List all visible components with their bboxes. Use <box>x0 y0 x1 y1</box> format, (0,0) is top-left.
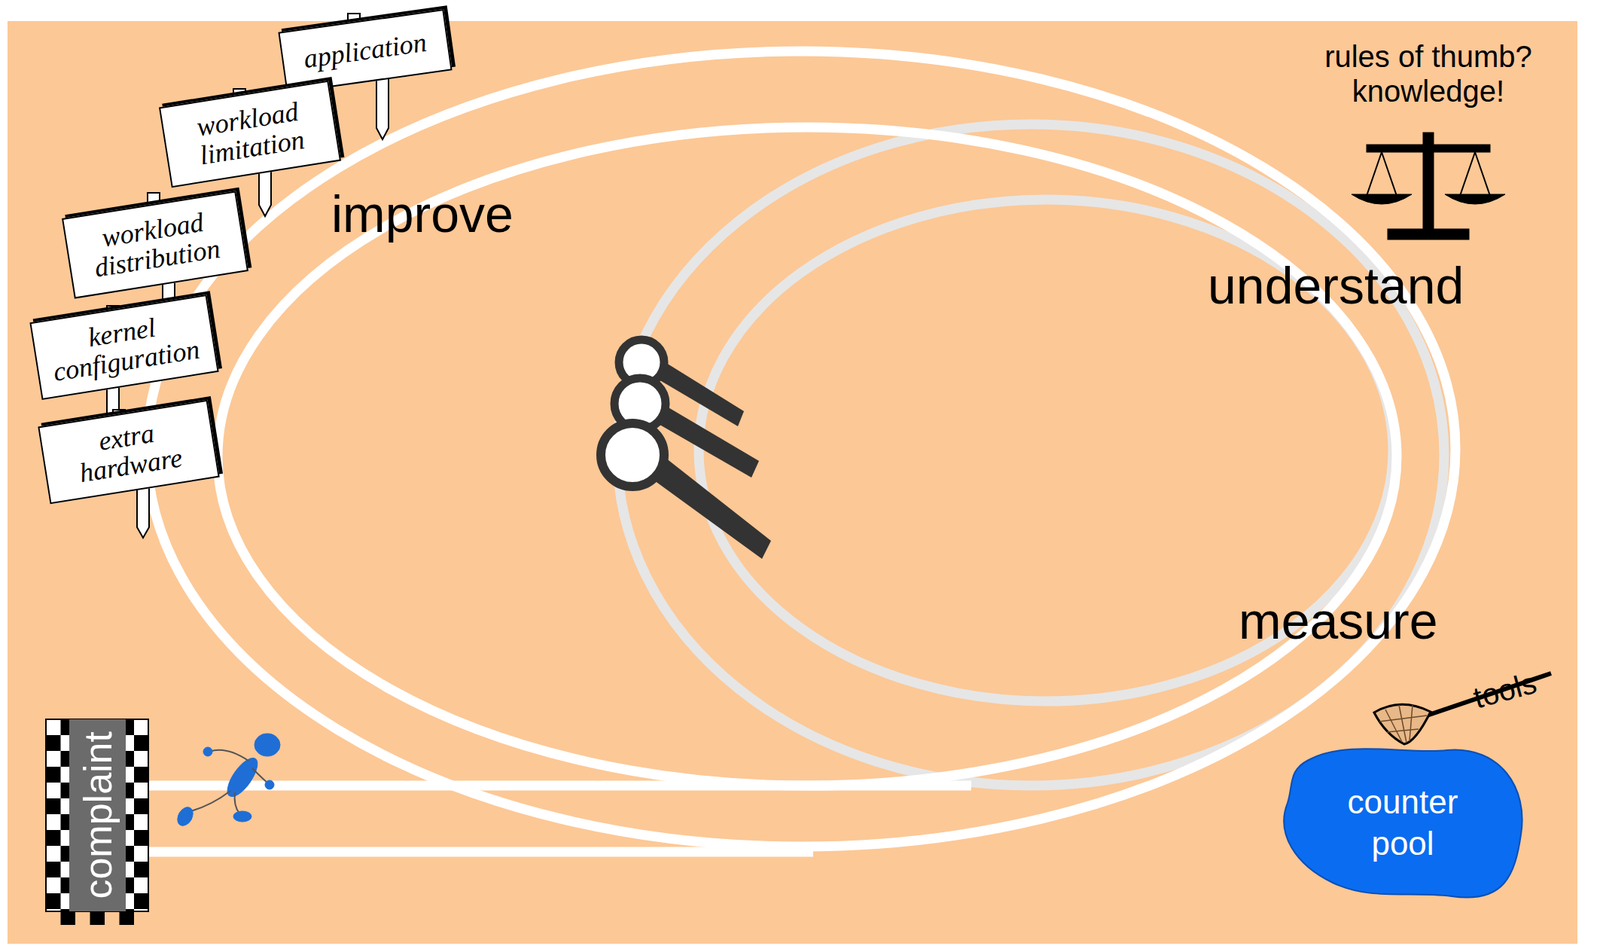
flag-square <box>60 908 77 925</box>
node-text: counter pool <box>1327 780 1479 864</box>
runner <box>174 733 281 829</box>
node-text: workload distribution <box>70 204 239 286</box>
pool-outline <box>1280 742 1526 903</box>
flag-square <box>45 892 61 909</box>
track-ground <box>7 21 1578 944</box>
runner-arm <box>252 768 269 784</box>
flag-square <box>45 861 61 878</box>
runner-arm <box>209 749 249 761</box>
flag-square <box>45 829 61 846</box>
track-lane <box>146 51 1456 847</box>
flag-square <box>90 908 106 925</box>
flag-square <box>45 798 61 814</box>
flag-square <box>119 908 135 925</box>
scale-base <box>1387 228 1469 240</box>
runner-head <box>254 733 281 756</box>
node-text: extra hardware <box>46 411 211 492</box>
magnifier-lens <box>600 423 665 487</box>
runner-body <box>222 753 263 802</box>
balance-scale <box>1351 132 1506 240</box>
node-text: complaint <box>75 731 121 900</box>
counter-pool: counter pool <box>1280 742 1526 903</box>
flag-frame <box>45 719 149 912</box>
stage-label: understand <box>1207 256 1524 315</box>
stake <box>137 481 150 538</box>
track-straight <box>146 847 814 857</box>
node-text: application <box>301 28 429 74</box>
flag-square <box>134 861 150 878</box>
stage-label: improve <box>331 184 573 244</box>
flag-square <box>134 734 150 751</box>
scale-strings <box>1366 152 1491 196</box>
node-text: workload limitation <box>167 93 332 174</box>
flag-square <box>134 798 150 814</box>
runner-foot <box>174 804 197 829</box>
node-text: kernel configuration <box>38 306 210 389</box>
flag-square <box>134 829 150 846</box>
flag-square <box>134 892 150 909</box>
start-box: complaint <box>69 719 126 912</box>
flag-square <box>45 766 61 783</box>
runner-hand <box>265 780 275 790</box>
scale-beam <box>1366 144 1491 153</box>
scale-pan <box>1351 194 1412 205</box>
track-lane <box>217 127 1397 786</box>
flag-square <box>45 734 61 751</box>
net-mesh <box>1374 704 1431 744</box>
stage-label: measure <box>1238 591 1510 650</box>
stake <box>376 75 389 140</box>
note-text: rules of thumb? knowledge! <box>1292 39 1564 109</box>
net-mesh-lines <box>1379 704 1427 743</box>
pool-shape <box>1283 748 1522 897</box>
magnifier-handle <box>646 457 772 559</box>
runner-leg <box>188 790 231 812</box>
track-straight <box>146 780 972 791</box>
start-flag <box>45 719 150 925</box>
runner-leg <box>234 792 240 814</box>
flag-square <box>134 766 150 783</box>
scale-pan <box>1444 194 1506 205</box>
runner-hand <box>203 746 213 756</box>
magnifiers <box>600 339 772 559</box>
runner-foot <box>233 810 252 822</box>
